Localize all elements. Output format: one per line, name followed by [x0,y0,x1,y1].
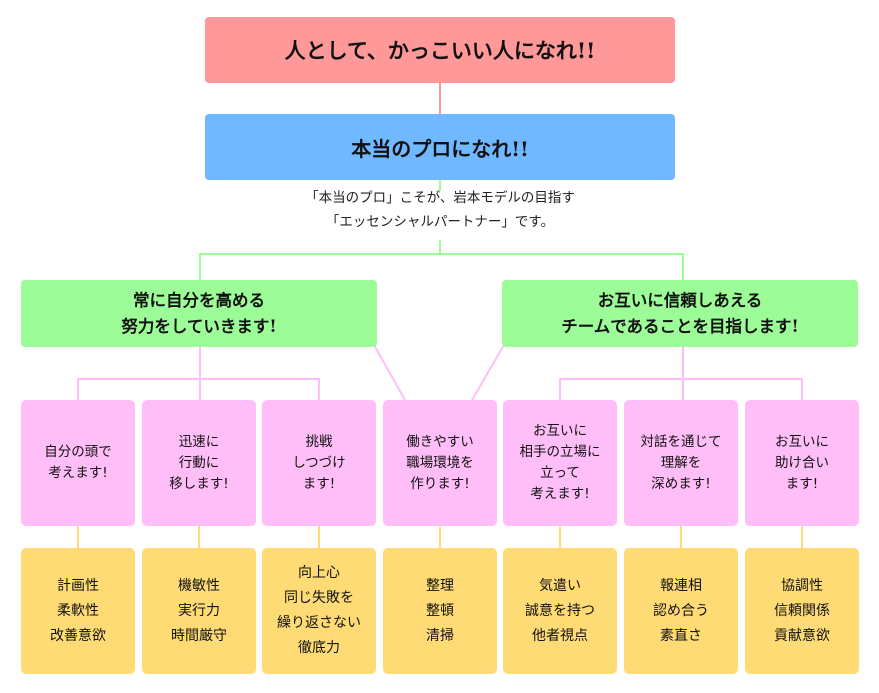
action-line: 助け合い [775,454,829,471]
traits-box: 整理整頓清掃 [383,548,497,674]
trait-line: 誠意を持つ [525,602,595,619]
trait-line: 協調性 [781,577,823,594]
traits-box: 報連相認め合う素直さ [624,548,738,674]
trait-line: 認め合う [653,602,709,619]
action-line: しつづけ [292,454,346,471]
action-line: 移します! [169,475,229,492]
branch-line: お互いに信頼しあえる [597,290,763,310]
trait-line: 信頼関係 [774,602,830,619]
action-line: 対話を通じて [640,433,722,450]
trait-line: 向上心 [298,565,340,581]
trait-line: 実行力 [178,602,220,619]
action-line: お互いに [533,423,587,439]
professional-goal-label: 本当のプロになれ!! [351,136,529,161]
traits-box: 向上心同じ失敗を繰り返さない徹底力 [262,548,376,674]
action-box: お互いに助け合います! [745,400,859,526]
trait-line: 同じ失敗を [284,590,354,606]
connector-right-branch-to-cols [559,378,803,400]
connector-left-branch-to-cols [77,378,320,400]
trait-line: 清掃 [426,627,454,644]
trait-line: 機敏性 [178,577,220,594]
branch-box-self-improvement: 常に自分を高める 努力をしていきます! [21,280,377,347]
branch-line: 努力をしていきます! [121,316,277,336]
action-line: 行動に [178,454,220,471]
action-box: 働きやすい職場環境を作ります! [383,400,497,526]
action-box: お互いに相手の立場に立って考えます! [503,400,617,526]
trait-line: 素直さ [660,627,702,644]
action-line: 考えます! [530,486,590,502]
connector-right-branch-to-col4 [471,344,505,401]
trait-line: 時間厳守 [171,627,227,644]
trait-line: 整頓 [426,602,454,619]
trait-line: 計画性 [57,577,99,594]
caption-line: 「本当のプロ」こそが、岩本モデルの目指す [305,190,575,206]
branch-line: チームであることを目指します! [561,316,799,336]
action-line: 自分の頭で [44,444,112,460]
action-line: 作ります! [410,475,470,492]
connector-pro-to-branches [199,253,684,280]
action-line: ます! [302,475,336,492]
action-box: 挑戦しつづけます! [262,400,376,526]
traits-box: 協調性信頼関係貢献意欲 [745,548,859,674]
trait-line: 他者視点 [532,627,588,644]
action-box: 対話を通じて理解を深めます! [624,400,738,526]
action-line: 職場環境を [406,454,474,471]
action-line: 挑戦 [305,433,333,450]
trait-line: 気遣い [539,577,581,594]
trait-line: 繰り返さない [277,615,361,631]
professional-goal-box: 本当のプロになれ!! [205,114,675,180]
top-goal-label: 人として、かっこいい人になれ!! [284,38,596,63]
connector-left-branch-to-col4 [373,344,406,401]
action-line: 深めます! [651,475,711,492]
action-line: 理解を [660,454,702,471]
action-line: お互いに [775,433,829,450]
action-line: 相手の立場に [519,444,601,460]
caption-line: 「エッセンシャルパートナー」です。 [325,214,555,230]
action-line: ます! [785,475,819,492]
trait-line: 改善意欲 [50,627,106,644]
action-line: 立って [540,465,580,481]
trait-line: 徹底力 [298,640,340,656]
action-line: 迅速に [178,433,220,450]
traits-box: 気遣い誠意を持つ他者視点 [503,548,617,674]
traits-box: 計画性柔軟性改善意欲 [21,548,135,674]
action-box: 迅速に行動に移します! [142,400,256,526]
branch-line: 常に自分を高める [133,290,265,310]
top-goal-box: 人として、かっこいい人になれ!! [205,17,675,83]
action-line: 働きやすい [406,433,474,450]
trait-line: 報連相 [660,577,702,594]
caption-text: 「本当のプロ」こそが、岩本モデルの目指す 「エッセンシャルパートナー」です。 [205,186,675,234]
action-line: 考えます! [48,465,108,481]
trait-line: 柔軟性 [57,602,99,619]
trait-line: 整理 [426,577,454,594]
branch-box-team-trust: お互いに信頼しあえる チームであることを目指します! [502,280,858,347]
traits-box: 機敏性実行力時間厳守 [142,548,256,674]
action-box: 自分の頭で考えます! [21,400,135,526]
trait-line: 貢献意欲 [774,627,830,644]
